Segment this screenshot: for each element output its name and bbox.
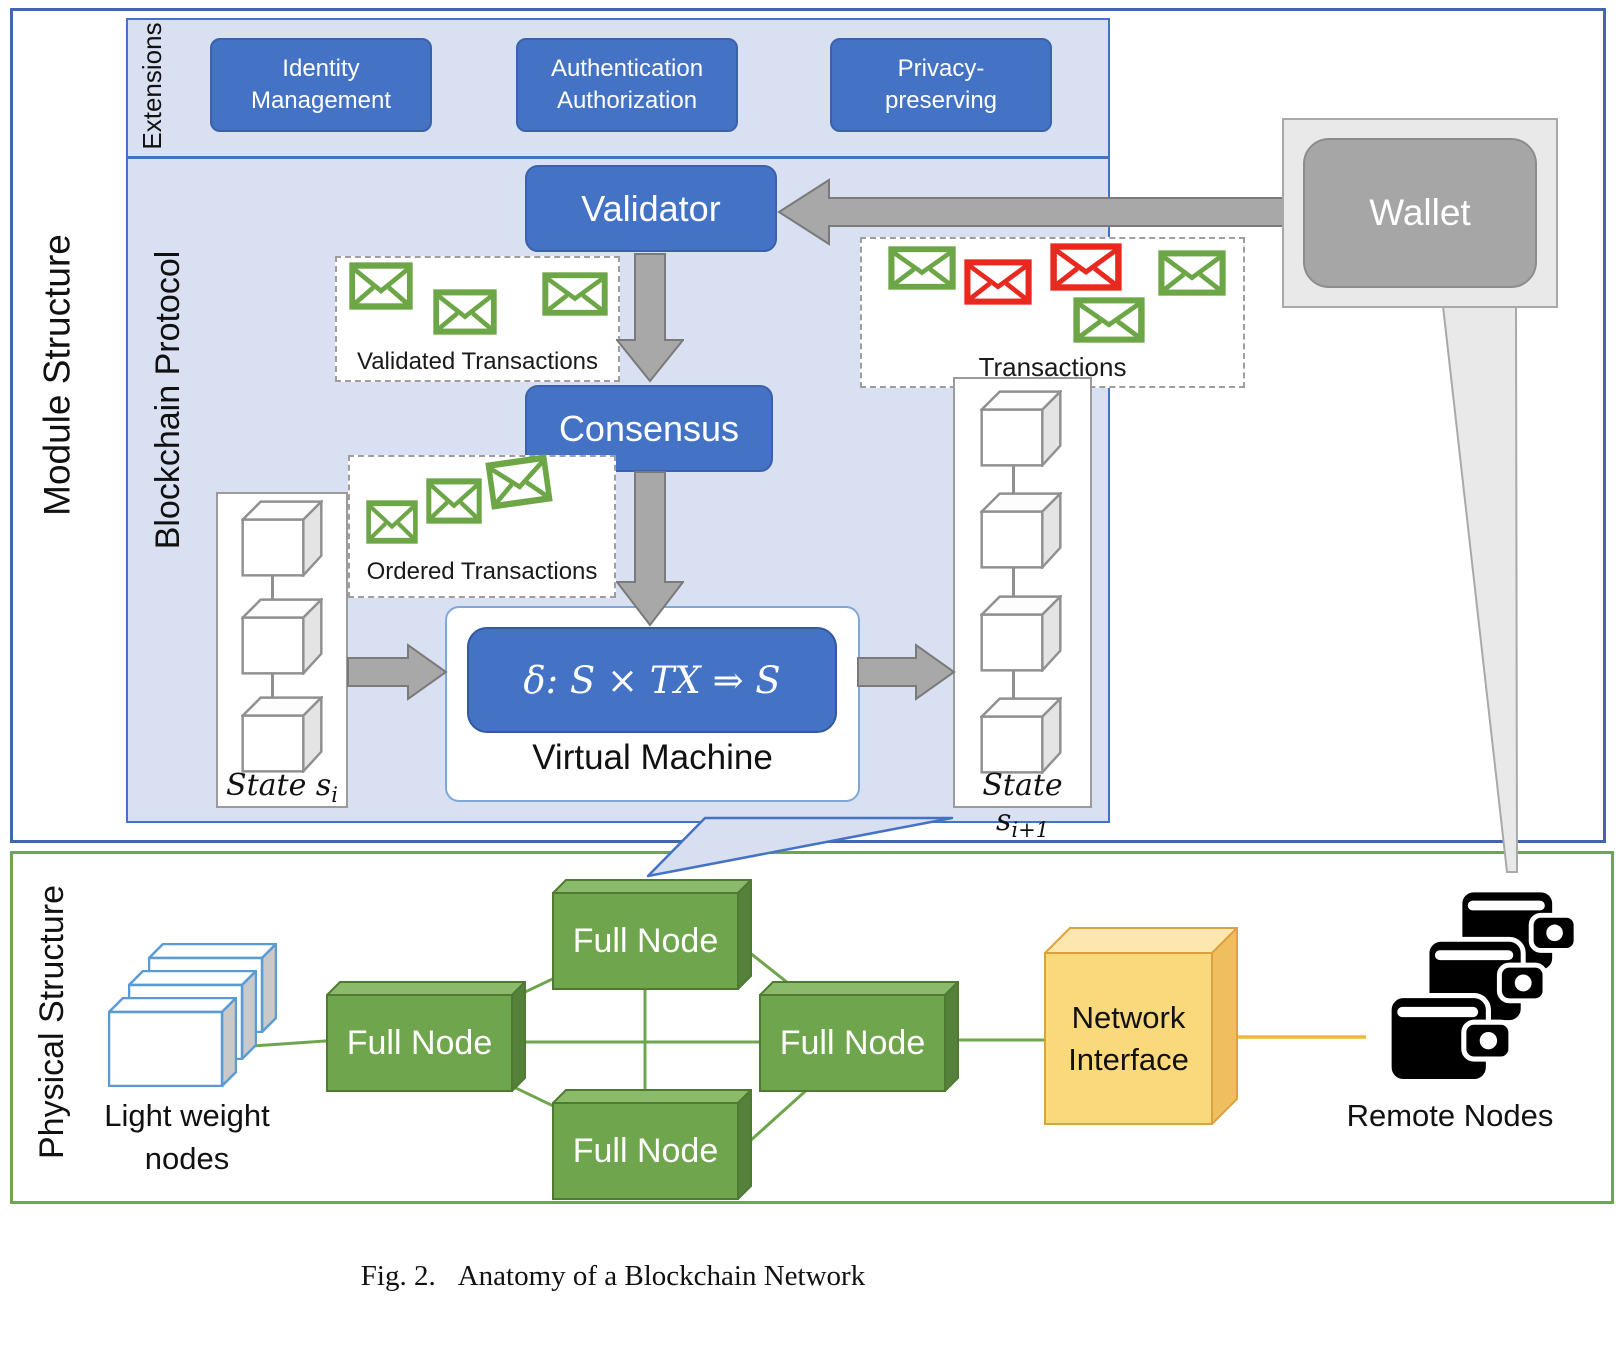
full-node-label: Full Node	[572, 1131, 719, 1170]
envelope-icon	[485, 454, 553, 510]
full-node-3d-icon	[550, 1087, 754, 1202]
state-si-sub: i	[331, 783, 338, 807]
network-interface-3d-icon	[1042, 925, 1240, 1127]
identity-management-line2: Management	[250, 87, 392, 114]
network-interface-box: Network Interface	[1042, 925, 1240, 1127]
light-weight-nodes-label: Light weight nodes	[62, 1094, 312, 1181]
module-structure-label: Module Structure	[36, 234, 78, 516]
envelope-icon	[888, 246, 956, 290]
state-transition-formula: δ: S × TX ⇒ S	[467, 627, 837, 733]
state-si1-sub: i+1	[1011, 818, 1050, 842]
block-cube-icon	[980, 595, 1062, 672]
arrow-vm-to-state-icon	[857, 643, 956, 701]
full-node-label: Full Node	[346, 1023, 493, 1062]
virtual-machine-label: Virtual Machine	[532, 738, 773, 777]
blockchain-protocol-label: Blockchain Protocol	[149, 250, 187, 550]
block-cube-icon	[980, 390, 1062, 467]
light-weight-line2: nodes	[144, 1141, 230, 1177]
caption-text: Anatomy of a Blockchain Network	[457, 1260, 866, 1292]
state-si-label: State si	[216, 768, 348, 807]
authentication-authorization-box: Authentication Authorization	[516, 38, 738, 132]
wallet-box: Wallet	[1303, 138, 1537, 288]
block-cube-icon	[980, 492, 1062, 569]
wallet-label: Wallet	[1369, 192, 1471, 233]
formula-text: δ: S × TX ⇒ S	[523, 658, 781, 702]
envelope-icon	[1158, 250, 1226, 296]
full-node-3d-icon	[757, 979, 961, 1094]
envelope-icon	[433, 289, 497, 335]
network-interface-line1: Network	[1071, 999, 1186, 1035]
block-cube-icon	[241, 696, 323, 773]
wallet-callout-tail	[1441, 305, 1519, 873]
full-node-label: Full Node	[779, 1023, 926, 1062]
envelope-icon	[964, 259, 1032, 305]
full-node-box-right: Full Node	[757, 979, 961, 1094]
envelope-icon	[542, 272, 608, 316]
network-interface-label: Network Interface	[1045, 953, 1212, 1124]
privacy-preserving-box: Privacy- preserving	[830, 38, 1052, 132]
arrow-consensus-to-vm-icon	[616, 471, 684, 627]
block-cube-icon	[241, 598, 323, 675]
extensions-label: Extensions	[137, 22, 167, 150]
block-cube-icon	[241, 500, 323, 577]
full-node-box-bottom: Full Node	[550, 1087, 754, 1202]
wallet-icon	[1386, 982, 1514, 1087]
envelope-icon	[1050, 243, 1122, 291]
validator-label: Validator	[581, 187, 721, 229]
arrow-wallet-to-validator-icon	[777, 178, 1287, 246]
state-si1-text: State s	[982, 768, 1063, 838]
full-node-box-left: Full Node	[324, 979, 528, 1094]
identity-management-line1: Identity	[282, 55, 360, 83]
light-weight-line1: Light weight	[104, 1098, 270, 1133]
envelope-icon	[1073, 297, 1145, 343]
validated-transactions-label: Validated Transactions	[356, 348, 599, 375]
privacy-line2: preserving	[884, 87, 998, 114]
envelope-icon	[366, 500, 418, 544]
arrow-validator-to-consensus-icon	[616, 253, 684, 383]
network-interface-line2: Interface	[1068, 1041, 1189, 1077]
ordered-transactions-label: Ordered Transactions	[366, 558, 598, 585]
module-to-physical-callout	[646, 816, 954, 878]
caption-prefix: Fig. 2.	[360, 1260, 436, 1292]
envelope-icon	[426, 478, 482, 524]
consensus-label: Consensus	[558, 407, 740, 449]
full-node-3d-icon	[324, 979, 528, 1094]
arrow-state-to-vm-icon	[347, 643, 448, 701]
envelope-icon	[349, 262, 413, 310]
state-si1-label: State si+1	[953, 768, 1092, 842]
extensions-separator	[126, 156, 1110, 159]
full-node-box-top: Full Node	[550, 877, 754, 992]
privacy-line1: Privacy-	[897, 55, 985, 83]
validator-box: Validator	[525, 165, 777, 252]
authentication-line2: Authorization	[556, 87, 698, 114]
authentication-line1: Authentication	[550, 55, 704, 83]
state-si-text: State s	[226, 768, 332, 803]
figure-caption: Fig. 2. Anatomy of a Blockchain Network	[0, 1260, 1226, 1293]
full-node-3d-icon	[550, 877, 754, 992]
block-cube-icon	[980, 697, 1062, 774]
identity-management-box: Identity Management	[210, 38, 432, 132]
light-weight-nodes-icon	[108, 997, 237, 1087]
remote-nodes-label: Remote Nodes	[1346, 1098, 1554, 1133]
full-node-label: Full Node	[572, 921, 719, 960]
chain-connector	[1012, 445, 1015, 717]
physical-structure-box	[10, 851, 1614, 1204]
